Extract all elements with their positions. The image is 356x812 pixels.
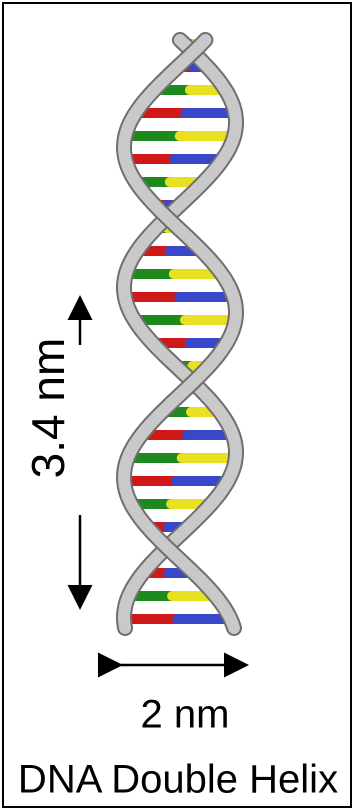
backbone-strand	[124, 40, 236, 628]
width-label: 2 nm	[141, 693, 230, 738]
pitch-label: 3.4 nm	[21, 338, 75, 479]
sugar-phosphate-backbones	[124, 40, 236, 628]
figure-title: DNA Double Helix	[18, 758, 338, 803]
